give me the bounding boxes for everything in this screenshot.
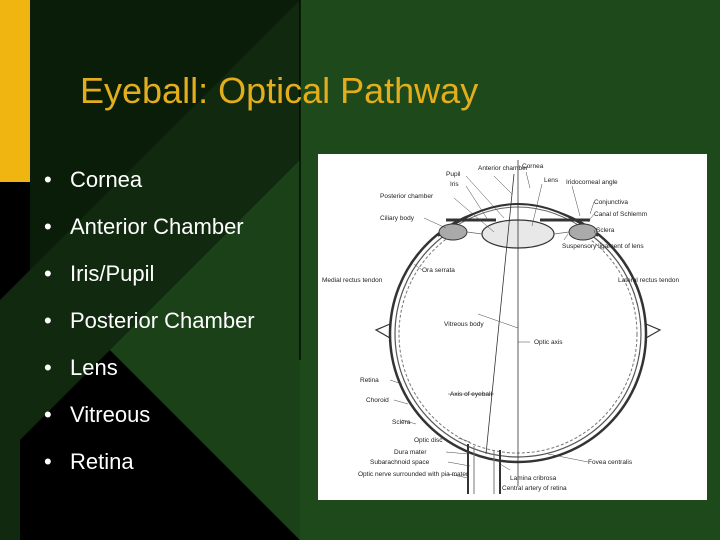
label-lamina-cribrosa: Lamina cribrosa	[510, 475, 557, 482]
label-cornea: Cornea	[522, 163, 544, 170]
bullet-item: •Retina	[44, 448, 134, 474]
label-axis-of-eyeball: Axis of eyeball	[450, 391, 492, 398]
eye-diagram: Anterior chamber Cornea Pupil Iris Lens …	[318, 154, 707, 500]
figure-credit: Figure by Snell & Lemp	[90, 520, 266, 540]
axis-of-eyeball-line	[485, 173, 515, 455]
bullet-item: •Iris/Pupil	[44, 260, 155, 286]
label-conjunctiva: Conjunctiva	[594, 199, 628, 206]
bullet-text: Posterior Chamber	[70, 307, 255, 333]
bullet-item: •Anterior Chamber	[44, 213, 244, 239]
bullet-item: •Posterior Chamber	[44, 307, 255, 333]
label-choroid: Choroid	[366, 397, 389, 404]
label-central-artery: Central artery of retina	[502, 485, 567, 492]
label-iridocorneal-angle: Iridocorneal angle	[566, 179, 618, 186]
label-ciliary-body: Ciliary body	[380, 215, 415, 222]
bullet-text: Lens	[70, 354, 118, 380]
label-lateral-rectus-tendon: Lateral rectus tendon	[618, 277, 679, 284]
bullet-item: •Lens	[44, 354, 118, 380]
label-sclera-top: Sclera	[596, 227, 615, 234]
label-ora-serrata: Ora serrata	[422, 267, 455, 274]
bullet-text: Iris/Pupil	[70, 260, 155, 286]
label-optic-axis: Optic axis	[534, 339, 563, 346]
label-medial-rectus-tendon: Medial rectus tendon	[322, 277, 383, 284]
bullet-list: •Cornea •Anterior Chamber •Iris/Pupil •P…	[44, 156, 255, 485]
label-suspensory-ligament: Suspensory ligament of lens	[562, 243, 644, 250]
bullet-text: Cornea	[70, 166, 143, 192]
slide-title: Eyeball: Optical Pathway	[80, 70, 479, 111]
label-lens: Lens	[544, 177, 559, 184]
label-canal-of-schlemm: Canal of Schlemm	[594, 211, 647, 218]
label-dura-mater: Dura mater	[394, 449, 427, 456]
label-optic-nerve: Optic nerve surrounded with pia mater	[358, 471, 469, 478]
ciliary-body-shape	[438, 223, 468, 241]
label-posterior-chamber: Posterior chamber	[380, 193, 434, 200]
label-sclera-bottom: Sclera	[392, 419, 411, 426]
label-pupil: Pupil	[446, 171, 461, 178]
eye-cross-section: Anterior chamber Cornea Pupil Iris Lens …	[322, 160, 679, 494]
bullet-text: Vitreous	[70, 401, 151, 427]
bullet-text: Retina	[70, 448, 134, 474]
label-optic-disc: Optic disc	[414, 437, 443, 444]
label-retina: Retina	[360, 377, 379, 384]
bullet-item: •Cornea	[44, 166, 143, 192]
label-fovea-centralis: Fovea centralis	[588, 459, 633, 466]
label-subarachnoid-space: Subarachnoid space	[370, 459, 430, 466]
bullet-text: Anterior Chamber	[70, 213, 244, 239]
label-anterior-chamber: Anterior chamber	[478, 165, 529, 172]
label-vitreous-body: Vitreous body	[444, 321, 484, 328]
bullet-item: •Vitreous	[44, 401, 151, 427]
optic-nerve-shape	[467, 444, 501, 494]
label-iris: Iris	[450, 181, 459, 188]
